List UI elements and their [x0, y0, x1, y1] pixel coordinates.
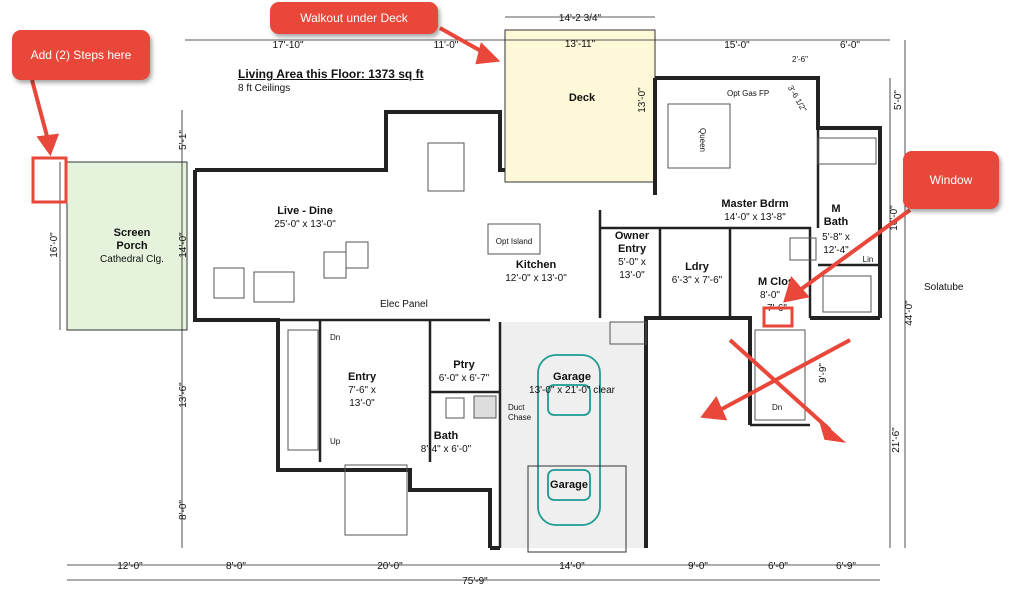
stair-dn-label: Dn [330, 333, 340, 342]
dim-right-99: 9'-9" [818, 363, 829, 383]
callout-walkout-under-deck: Walkout under Deck [270, 2, 438, 34]
m-bath-label-2: Bath [824, 216, 849, 228]
deck-area [504, 29, 656, 183]
ptry-size: 6'-0" x 6'-7" [439, 373, 490, 384]
garage-car-label: Garage [550, 479, 588, 491]
bath-label: Bath [434, 430, 459, 442]
callout-window: Window [903, 151, 999, 209]
dim-top-15: 15'-0" [724, 40, 750, 51]
master-bdrm-label: Master Bdrm [721, 198, 788, 210]
owner-entry-label-2: Entry [618, 243, 647, 255]
kitchen-size: 12'-0" x 13'-0" [505, 273, 567, 284]
dim-bot-6: 6'-0" [768, 561, 788, 572]
screen-porch-label-2: Porch [116, 240, 147, 252]
duct-label-2: Chase [508, 413, 532, 422]
dim-fp-36: 3'-6 1/2" [786, 84, 809, 114]
interior-walls [195, 128, 880, 548]
m-bath-size-1: 5'-8" x [822, 232, 850, 243]
dim-top-11: 11'-0" [434, 40, 459, 51]
dim-top-left: 17'-10" [272, 40, 303, 51]
deck-label: Deck [569, 92, 596, 104]
dim-left-80: 8'-0" [178, 500, 189, 520]
opt-island-label: Opt Island [496, 237, 532, 246]
ldry-size: 6'-3" x 7'-6" [672, 275, 723, 286]
dim-left-136: 13'-6" [178, 382, 189, 408]
ptry-label: Ptry [453, 359, 475, 371]
dim-right-44: 44'-0" [904, 300, 915, 326]
fixtures [213, 103, 877, 536]
dim-bot-69: 6'-9" [836, 561, 856, 572]
callout-add-steps: Add (2) Steps here [12, 30, 150, 80]
dim-top-deck-inner: 13'-11" [565, 39, 596, 50]
dim-right-216: 21'-6" [891, 427, 902, 453]
dim-fp-26: 2'-6" [792, 55, 808, 64]
dim-left-140: 14'-0" [178, 232, 189, 258]
m-clos-size: 8'-0" [760, 290, 780, 301]
lin-label: Lin [863, 255, 874, 264]
dim-bot-12: 12'-0" [117, 561, 143, 572]
floor-ceiling-note: 8 ft Ceilings [238, 83, 291, 94]
screen-porch-note: Cathedral Clg. [100, 254, 164, 265]
entry-size-1: 7'-6" x [348, 385, 376, 396]
m-bath-label-1: M [831, 203, 840, 215]
queen-label: Queen [698, 128, 707, 152]
live-dine-size: 25'-0" x 13'-0" [274, 219, 336, 230]
owner-entry-label-1: Owner [615, 230, 650, 242]
dim-bot-14: 14'-0" [559, 561, 585, 572]
opt-gas-fp-label: Opt Gas FP [727, 89, 769, 98]
dim-right-16: 16'-0" [889, 205, 900, 231]
solatube-label: Solatube [924, 282, 964, 293]
m-bath-size-2: 12'-4" [823, 245, 849, 256]
stair-dn2-label: Dn [772, 403, 782, 412]
dimension-lines [59, 16, 906, 581]
owner-entry-size-2: 13'-0" [619, 270, 645, 281]
garage-area [500, 322, 646, 548]
dim-top-deck-outer: 14'-2 3/4" [559, 13, 602, 24]
dim-left-160: 16'-0" [49, 232, 60, 258]
dim-bot-total: 75'-9" [462, 576, 488, 587]
floor-area-title: Living Area this Floor: 1373 sq ft [238, 67, 424, 81]
dim-right-5: 5'-0" [893, 90, 904, 110]
callout-arrows [30, 26, 912, 443]
dim-bot-9: 9'-0" [688, 561, 708, 572]
elec-panel-label: Elec Panel [380, 299, 428, 310]
car-outline [537, 354, 601, 526]
garage-size: 13'-0" x 21'-0" clear [529, 385, 616, 396]
steps-highlight-box [31, 156, 68, 204]
duct-label-1: Duct [508, 403, 525, 412]
entry-size-2: 13'-0" [349, 398, 375, 409]
master-bdrm-size: 14'-0" x 13'-8" [724, 212, 786, 223]
kitchen-label: Kitchen [516, 259, 557, 271]
screen-porch-label-1: Screen [114, 227, 151, 239]
dim-bot-20: 20'-0" [377, 561, 403, 572]
window-highlight-box [762, 306, 794, 328]
stair-up-label: Up [330, 437, 341, 446]
garage-label: Garage [553, 371, 591, 383]
dim-bot-8: 8'-0" [226, 561, 246, 572]
ldry-label: Ldry [685, 261, 710, 273]
owner-entry-size-1: 5'-0" x [618, 257, 646, 268]
entry-label: Entry [348, 371, 377, 383]
garage-stair-rect [527, 465, 627, 553]
m-clos-label: M Clos [758, 276, 794, 288]
bath-size: 8'-4" x 6'-0" [421, 444, 472, 455]
dim-left-51: 5'-1" [178, 130, 189, 150]
dim-deck-depth: 13'-0" [637, 87, 648, 113]
dim-top-6: 6'-0" [840, 40, 860, 51]
live-dine-label: Live - Dine [277, 205, 333, 217]
screen-porch-area [66, 161, 188, 331]
